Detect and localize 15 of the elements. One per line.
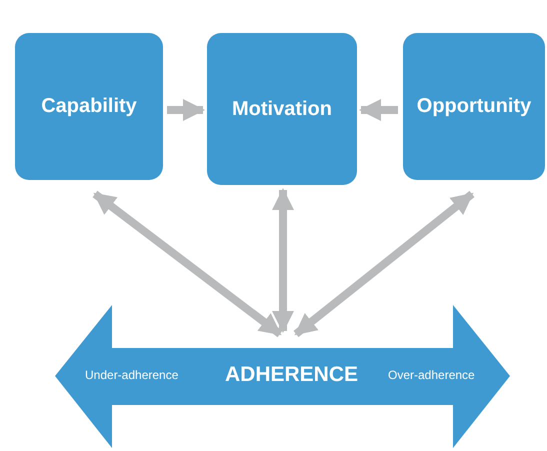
process-box <box>207 33 357 185</box>
arrow <box>167 99 205 121</box>
double-arrow-shape <box>55 305 510 448</box>
box-label: Capability <box>41 95 137 118</box>
arrow <box>359 99 398 121</box>
arrow-end-label: Under-adherence <box>85 368 178 382</box>
box-label: Opportunity <box>416 95 532 118</box>
arrow-title: ADHERENCE <box>225 363 358 387</box>
arrow-end-label: Over-adherence <box>388 368 475 382</box>
process-box <box>15 33 163 180</box>
arrow <box>92 190 282 338</box>
arrow <box>272 188 294 333</box>
box-label: Motivation <box>232 98 332 120</box>
process-box <box>403 33 545 180</box>
arrow <box>294 190 474 338</box>
